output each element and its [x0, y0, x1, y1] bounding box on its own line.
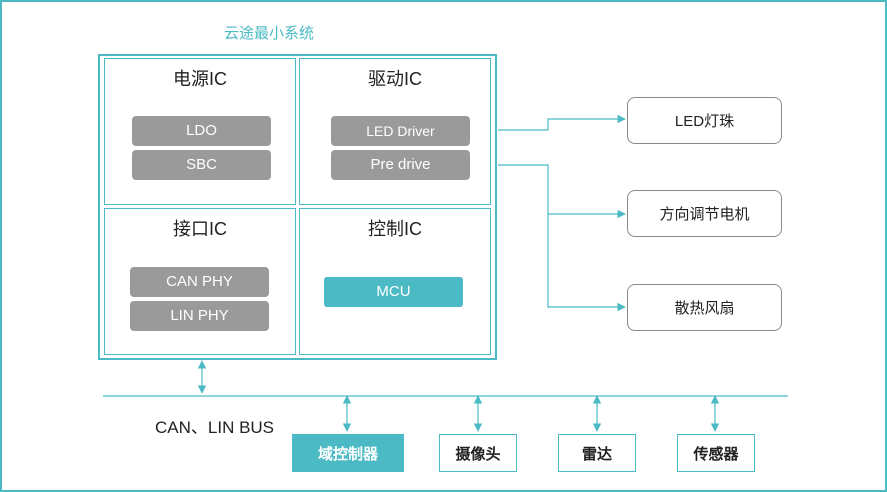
chip-can-phy: CAN PHY — [130, 267, 269, 297]
chip-ldo: LDO — [132, 116, 271, 146]
wire-motor — [498, 164, 626, 219]
node-domain-controller: 域控制器 — [292, 434, 404, 472]
diagram-title: 云途最小系统 — [224, 25, 315, 42]
node-radar: 雷达 — [558, 434, 636, 472]
chip-sbc: SBC — [132, 150, 271, 180]
wire-fan — [547, 214, 626, 312]
output-fan: 散热风扇 — [627, 284, 782, 331]
chip-led-driver: LED Driver — [331, 116, 470, 146]
system-box — [98, 54, 497, 360]
chip-lin-phy: LIN PHY — [130, 301, 269, 331]
chip-mcu: MCU — [324, 277, 463, 307]
panel-title: 电源IC — [173, 69, 227, 89]
panel-title: 接口IC — [173, 219, 227, 239]
node-sensor: 传感器 — [677, 434, 755, 472]
node-camera: 摄像头 — [439, 434, 517, 472]
wire-led — [498, 114, 626, 131]
output-motor: 方向调节电机 — [627, 190, 782, 237]
bus-label: CAN、LIN BUS — [155, 418, 275, 437]
output-led: LED灯珠 — [627, 97, 782, 144]
panel-title: 驱动IC — [368, 69, 422, 89]
panel-title: 控制IC — [368, 219, 422, 239]
chip-pre-drive: Pre drive — [331, 150, 470, 180]
